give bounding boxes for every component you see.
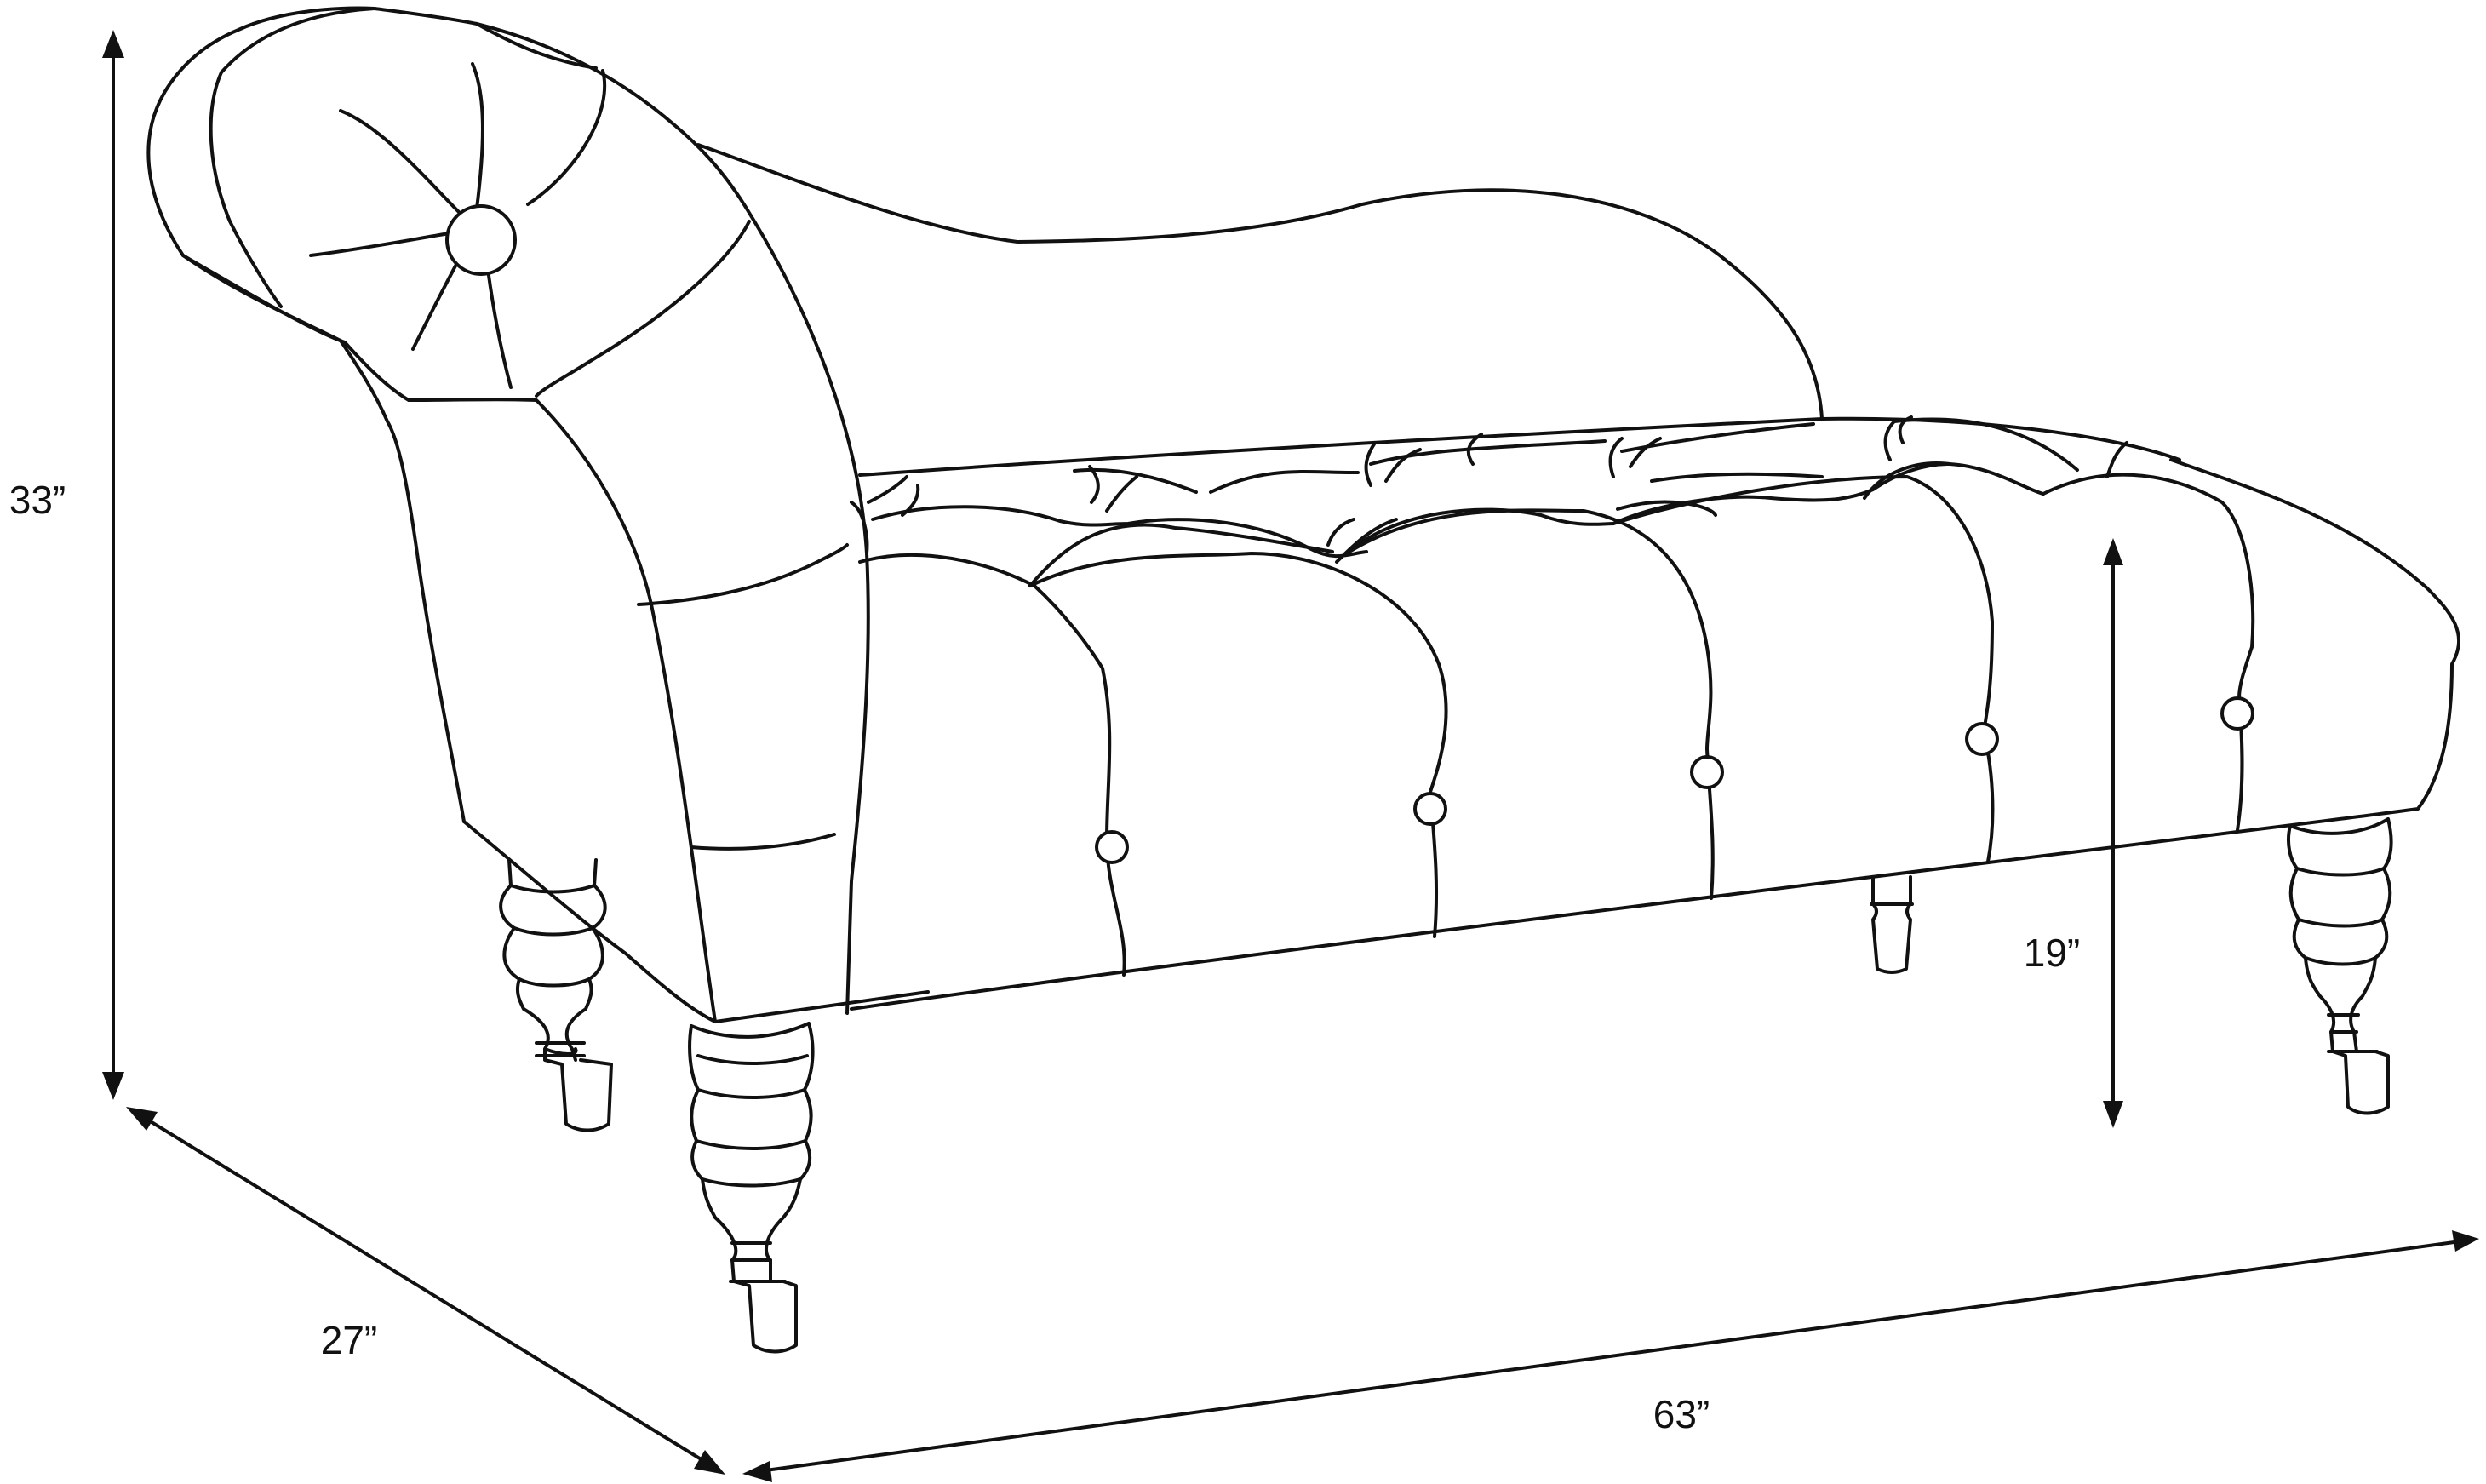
- front-right-leg: [2287, 817, 2393, 1115]
- height-label: 33”: [9, 478, 66, 522]
- tuft-button: [1690, 755, 1724, 789]
- backrest: [696, 143, 2181, 517]
- scroll-arm: [146, 6, 930, 1023]
- tuft-button: [1965, 722, 1999, 756]
- tuft-button: [1095, 830, 1129, 864]
- seat-front: [850, 458, 2461, 1011]
- tuft-button: [1413, 792, 1447, 826]
- arm-button: [445, 204, 517, 276]
- front-center-leg: [688, 1022, 815, 1354]
- dimension-height: [102, 30, 124, 1100]
- seat-top-tufting: [871, 461, 2045, 587]
- back-right-leg: [1870, 875, 1914, 974]
- depth-label: 27”: [321, 1318, 377, 1362]
- dimension-seat-height: [2103, 538, 2123, 1128]
- width-label: 63”: [1653, 1392, 1710, 1436]
- dimension-width: [742, 1230, 2479, 1482]
- front-left-leg: [499, 858, 613, 1132]
- chaise-lounge: [146, 6, 2461, 1354]
- seat-height-label: 19”: [2024, 931, 2080, 975]
- dimension-depth: [126, 1107, 725, 1475]
- tuft-button: [2220, 696, 2254, 731]
